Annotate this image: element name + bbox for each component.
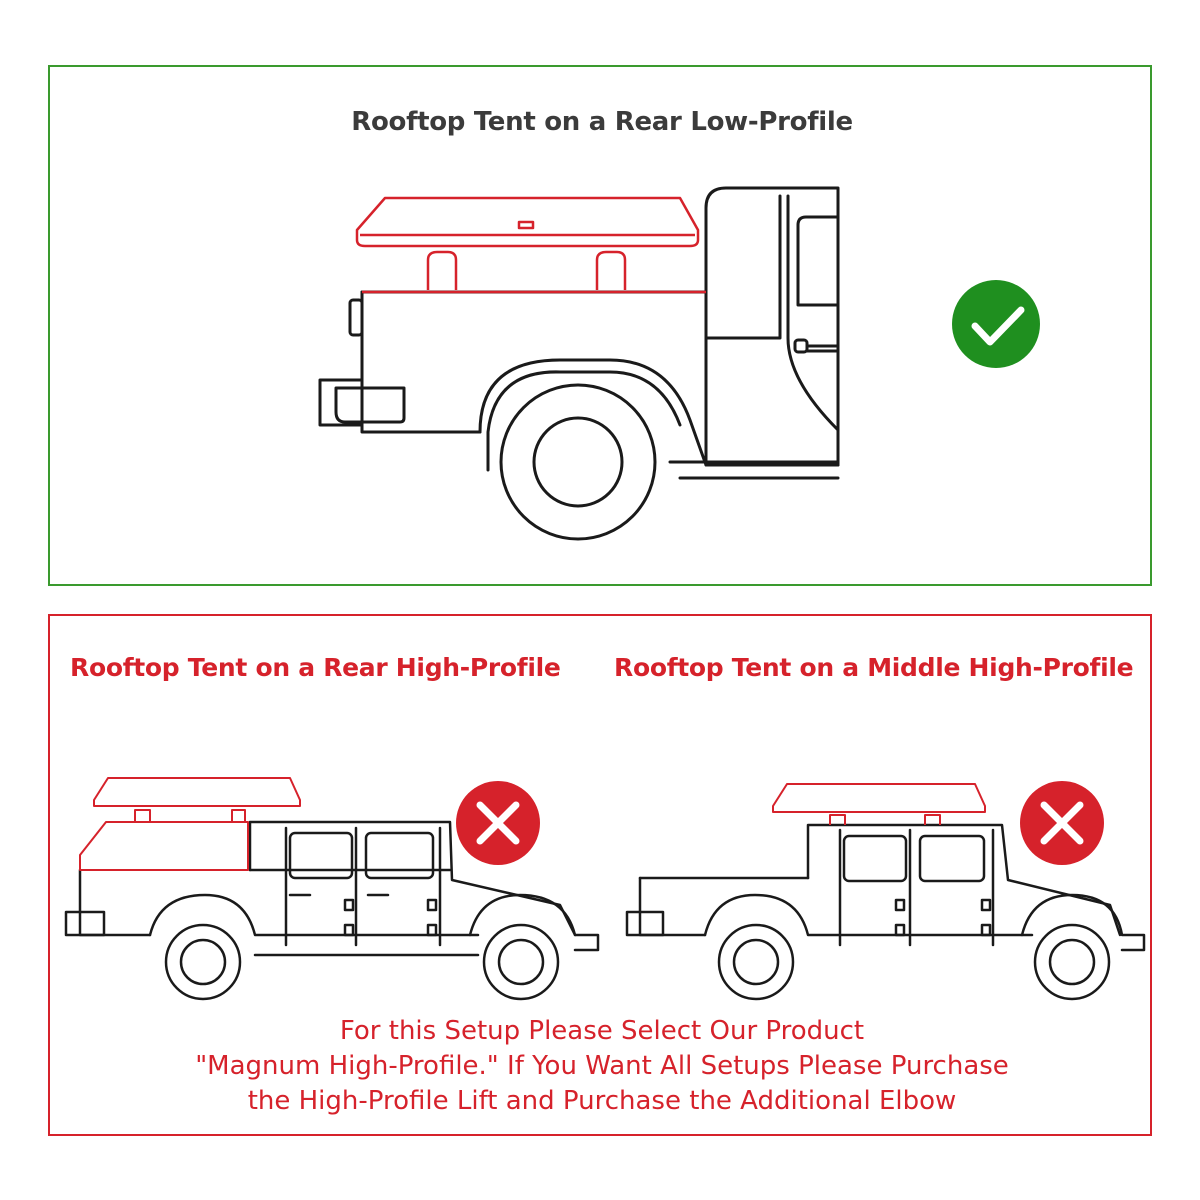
top-panel-title: Rooftop Tent on a Rear Low-Profile (351, 107, 853, 137)
rear-high-profile-tent-and-cap (79, 777, 301, 871)
middle-high-profile-title: Rooftop Tent on a Middle High-Profile (614, 653, 1134, 682)
product-notice: For this Setup Please Select Our Product… (50, 1014, 1154, 1119)
check-circle-icon (952, 280, 1040, 368)
notice-line-2: "Magnum High-Profile." If You Want All S… (195, 1051, 1009, 1081)
rejected-setups-panel: Rooftop Tent on a Rear High-Profile Roof… (48, 614, 1152, 1136)
rooftop-tent-illustration (355, 196, 706, 294)
approved-setup-panel: Rooftop Tent on a Rear Low-Profile (48, 65, 1152, 586)
x-circle-icon (1020, 781, 1104, 865)
truck-rear-low-profile-illustration (318, 186, 840, 541)
rear-high-profile-title: Rooftop Tent on a Rear High-Profile (70, 653, 561, 682)
middle-high-profile-tent (772, 783, 986, 825)
notice-line-3: the High-Profile Lift and Purchase the A… (247, 1086, 957, 1116)
x-circle-icon (456, 781, 540, 865)
truck-rear-high-profile-illustration (64, 820, 600, 1001)
notice-line-1: For this Setup Please Select Our Product (339, 1016, 865, 1046)
truck-middle-high-profile-illustration (625, 823, 1146, 1001)
